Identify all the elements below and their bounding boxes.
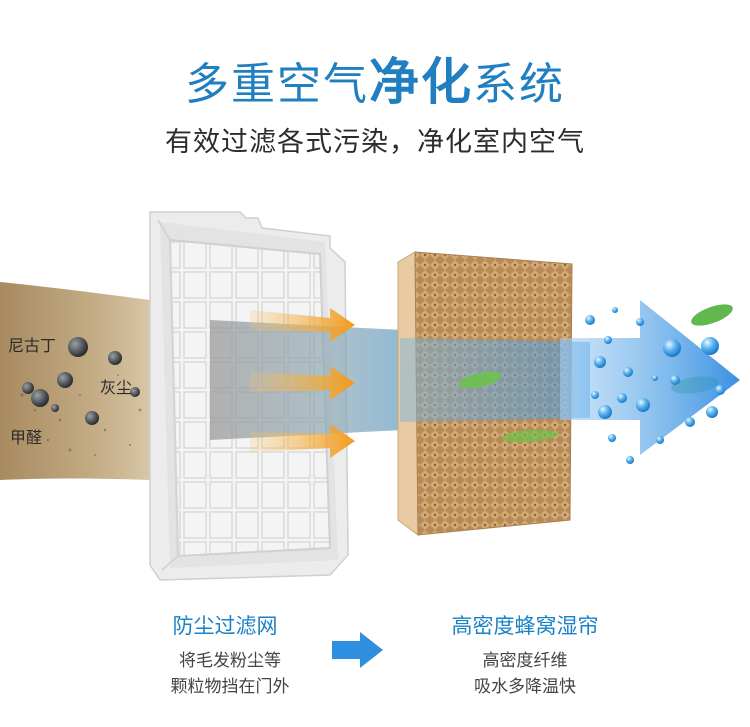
arrow-right-icon	[332, 632, 383, 668]
pollutant-particles	[22, 337, 140, 425]
page-subtitle: 有效过滤各式污染，净化室内空气	[165, 127, 585, 158]
page-title: 多重空气净化系统	[0, 52, 750, 115]
title-bold-part: 净化	[369, 53, 473, 111]
label-nicotine: 尼古丁	[8, 336, 57, 355]
caption-dust-filter-desc-1: 将毛发粉尘等	[179, 651, 281, 671]
orange-arrow-top	[250, 308, 355, 342]
caption-honeycomb-title: 高密度蜂窝湿帘	[451, 614, 599, 638]
title-part-1: 多重空气	[185, 59, 369, 110]
label-formaldehyde: 甲醛	[10, 428, 43, 447]
caption-honeycomb-desc-2: 吸水多降温快	[474, 677, 576, 697]
water-droplets	[585, 307, 725, 464]
label-dust: 灰尘	[100, 378, 133, 397]
pollution-specks	[13, 374, 142, 456]
orange-arrow-bottom	[250, 424, 355, 458]
pollution-cloud	[0, 282, 150, 480]
title-part-2: 系统	[473, 59, 565, 110]
caption-dust-filter-title: 防尘过滤网	[172, 614, 278, 638]
caption-honeycomb-desc-1: 高密度纤维	[482, 651, 568, 671]
orange-arrow-middle	[250, 366, 355, 400]
orange-arrows	[250, 308, 355, 458]
caption-dust-filter-desc-2: 颗粒物挡在门外	[170, 677, 290, 697]
